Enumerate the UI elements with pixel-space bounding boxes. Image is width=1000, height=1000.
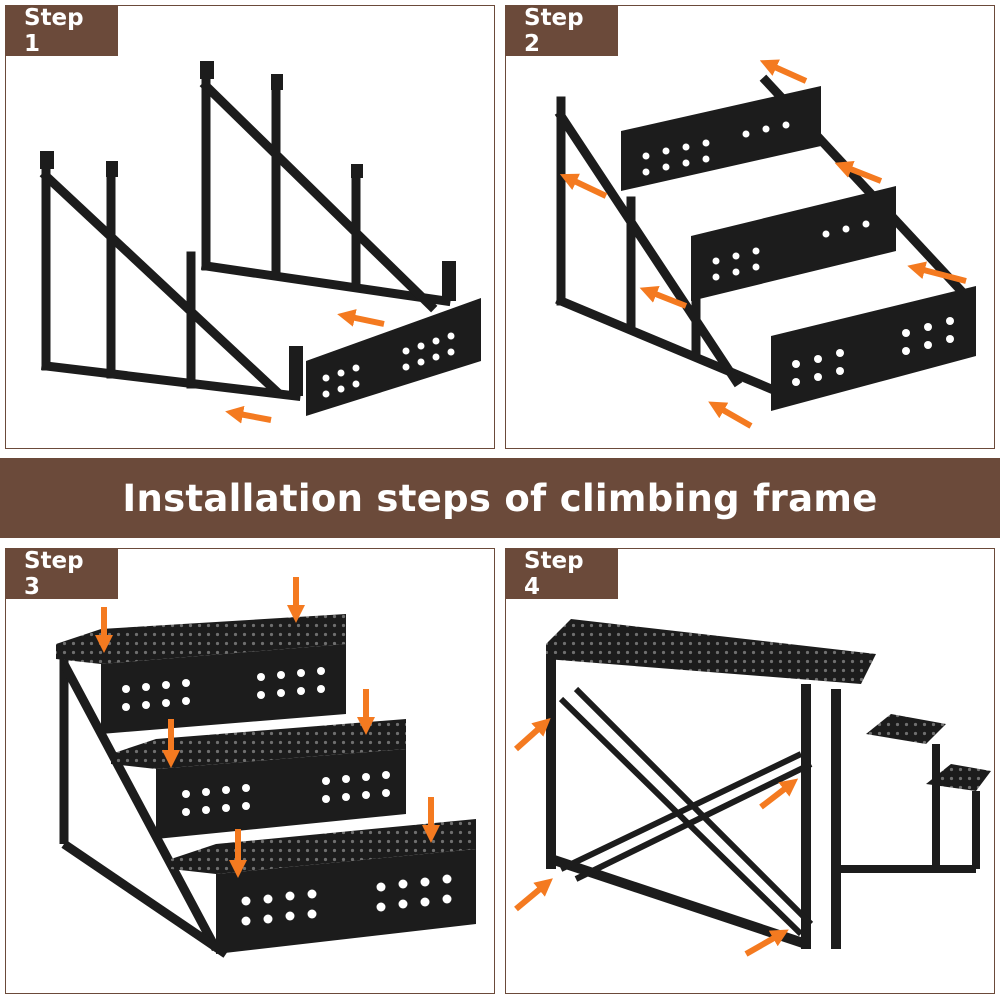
step-3-panel: Step 3 xyxy=(5,548,495,994)
step-4-label: Step 4 xyxy=(506,549,618,600)
step-2-label: Step 2 xyxy=(506,6,618,57)
step-2-panel: Step 2 xyxy=(505,5,995,449)
step-4-illustration xyxy=(514,619,991,957)
step-2-illustration xyxy=(554,59,976,429)
orange-arrow-icon xyxy=(514,718,799,957)
page-title: Installation steps of climbing frame xyxy=(0,458,1000,538)
step-3-illustration xyxy=(56,577,476,958)
step-1-illustration xyxy=(39,61,481,424)
orange-arrow-icon xyxy=(225,309,385,424)
step-1-panel: Step 1 xyxy=(5,5,495,449)
orange-arrow-icon xyxy=(95,577,440,878)
step-4-panel: Step 4 xyxy=(505,548,995,994)
step-3-label: Step 3 xyxy=(6,549,118,600)
step-1-label: Step 1 xyxy=(6,6,118,57)
orange-arrow-icon xyxy=(559,59,967,429)
